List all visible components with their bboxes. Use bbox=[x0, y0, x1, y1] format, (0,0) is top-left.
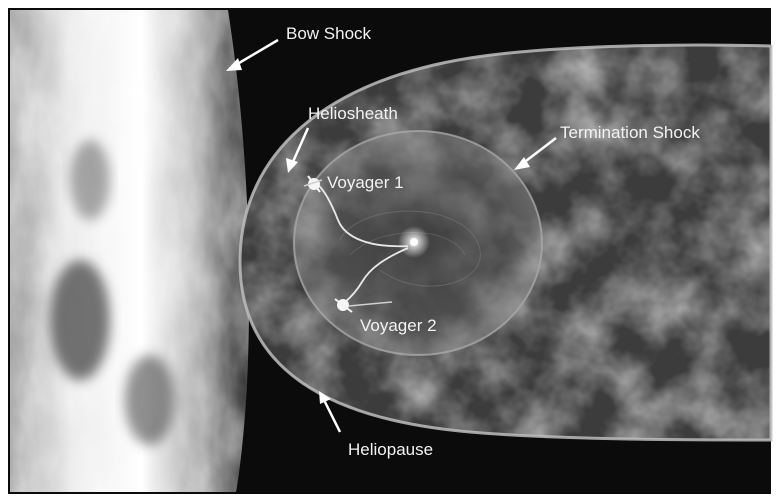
bow-shock-cloud bbox=[10, 10, 250, 494]
voyager-1-label: Voyager 1 bbox=[327, 173, 404, 192]
bow-shock-label: Bow Shock bbox=[286, 24, 372, 43]
heliosheath-label: Heliosheath bbox=[308, 104, 398, 123]
voyager-2-label: Voyager 2 bbox=[360, 316, 437, 335]
termination-shock-label: Termination Shock bbox=[560, 123, 700, 142]
heliopause-label: Heliopause bbox=[348, 440, 433, 459]
sun bbox=[398, 226, 430, 258]
